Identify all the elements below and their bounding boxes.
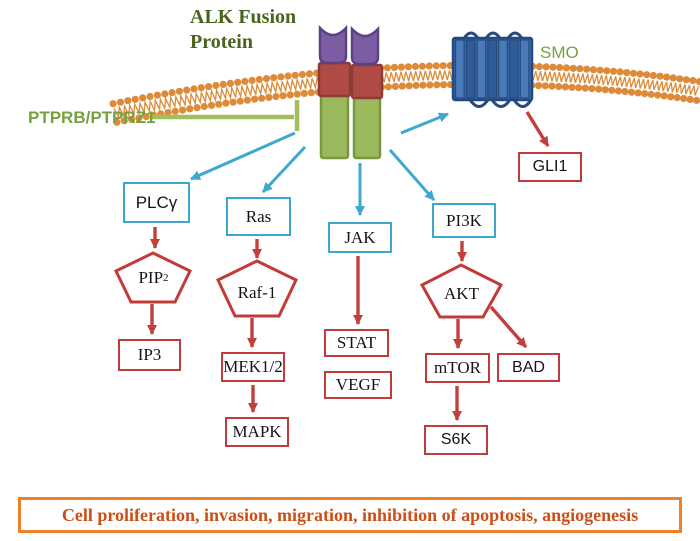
node-akt-label: AKT (444, 284, 479, 303)
smo-helix-bars (454, 39, 530, 99)
node-s6k: S6K (424, 425, 488, 455)
node-mtor: mTOR (425, 353, 490, 383)
alk-kinase-domain-right (352, 95, 382, 160)
ptprz-inhibition-tbar (152, 100, 300, 131)
arrow-alk-to-pi3k (388, 149, 436, 201)
arrow-alk-to-smo (400, 112, 449, 135)
arrow-akt-to-bad (489, 305, 528, 349)
node-pi3k: PI3K (432, 203, 496, 238)
node-gli1: GLI1 (518, 152, 582, 182)
node-bad: BAD (497, 353, 560, 382)
node-plcg: PLCγ (123, 182, 190, 223)
alk-transmembrane-left (317, 61, 352, 98)
node-mek12: MEK1/2 (221, 352, 285, 382)
outcome-banner-text: Cell proliferation, invasion, migration,… (61, 504, 639, 525)
cell-membrane (109, 61, 700, 126)
smo-receptor (451, 31, 534, 108)
alk-kinase-domain-left (319, 93, 350, 160)
alk-extracellular-left (318, 24, 348, 65)
node-raf1-label: Raf-1 (237, 283, 277, 302)
node-akt-shape (419, 263, 504, 319)
node-raf1-shape (216, 259, 298, 318)
blue-signal-arrows (190, 112, 449, 216)
node-vegf: VEGF (324, 371, 392, 399)
diagram-title-line1: ALK Fusion (190, 6, 297, 28)
arrow-alk-to-plcg (190, 131, 296, 181)
alk-receptor (317, 24, 384, 160)
red-signal-arrows (147, 111, 550, 421)
node-pip2-subscript: 2 (163, 272, 169, 284)
ptprb-ptprz1-label: PTPRB/PTPRZ1 (28, 108, 156, 127)
node-jak: JAK (328, 222, 392, 253)
node-ip3: IP3 (118, 339, 181, 371)
node-ras: Ras (226, 197, 291, 236)
node-pip2-text: PIP (138, 268, 164, 287)
arrow-smo-to-gli1 (525, 111, 550, 147)
alk-extracellular-right (350, 25, 380, 66)
outcome-banner: Cell proliferation, invasion, migration,… (18, 497, 682, 533)
diagram-title-line2: Protein (190, 31, 253, 53)
arrow-alk-to-ras (261, 145, 307, 194)
node-mapk: MAPK (225, 417, 289, 447)
diagram-title: ALK Fusion Protein (190, 5, 330, 55)
alk-transmembrane-right (350, 63, 384, 100)
node-stat: STAT (324, 329, 389, 357)
pentagon-nodes (113, 251, 504, 319)
node-pip2-shape (113, 251, 193, 304)
smo-label: SMO (540, 43, 579, 62)
